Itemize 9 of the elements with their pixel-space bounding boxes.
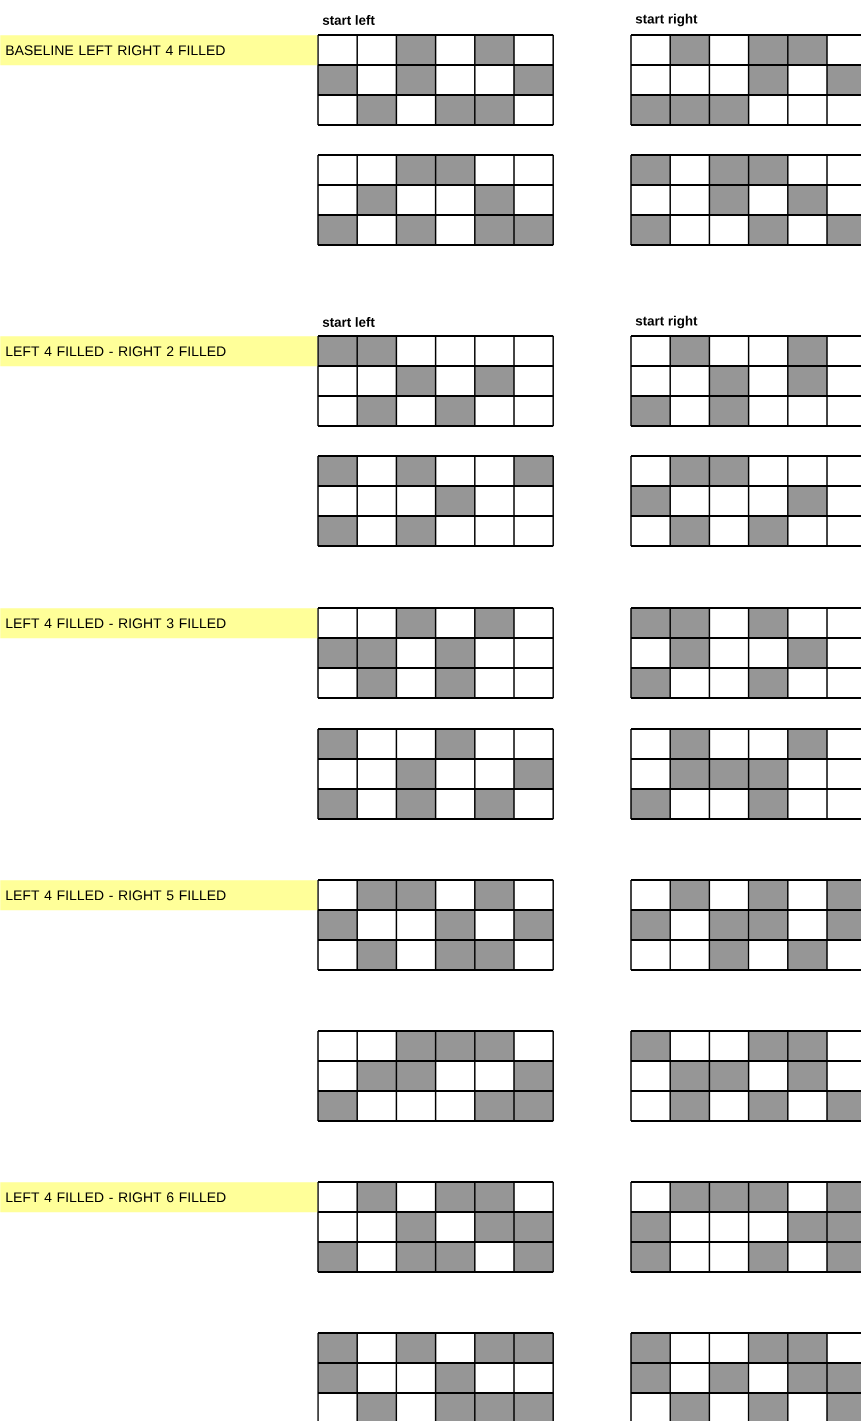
label-box: LEFT 4 FILLED - RIGHT 2 FILLED bbox=[0, 336, 318, 367]
label-box: LEFT 4 FILLED - RIGHT 5 FILLED bbox=[0, 880, 318, 911]
label-box: LEFT 4 FILLED - RIGHT 3 FILLED bbox=[0, 608, 318, 639]
column-heading: start right bbox=[635, 13, 698, 27]
label-box: BASELINE LEFT RIGHT 4 FILLED bbox=[0, 35, 318, 66]
label-box: LEFT 4 FILLED - RIGHT 6 FILLED bbox=[0, 1182, 318, 1213]
column-heading: start left bbox=[322, 15, 375, 25]
column-heading: start right bbox=[635, 315, 698, 329]
column-heading: start left bbox=[322, 317, 375, 327]
